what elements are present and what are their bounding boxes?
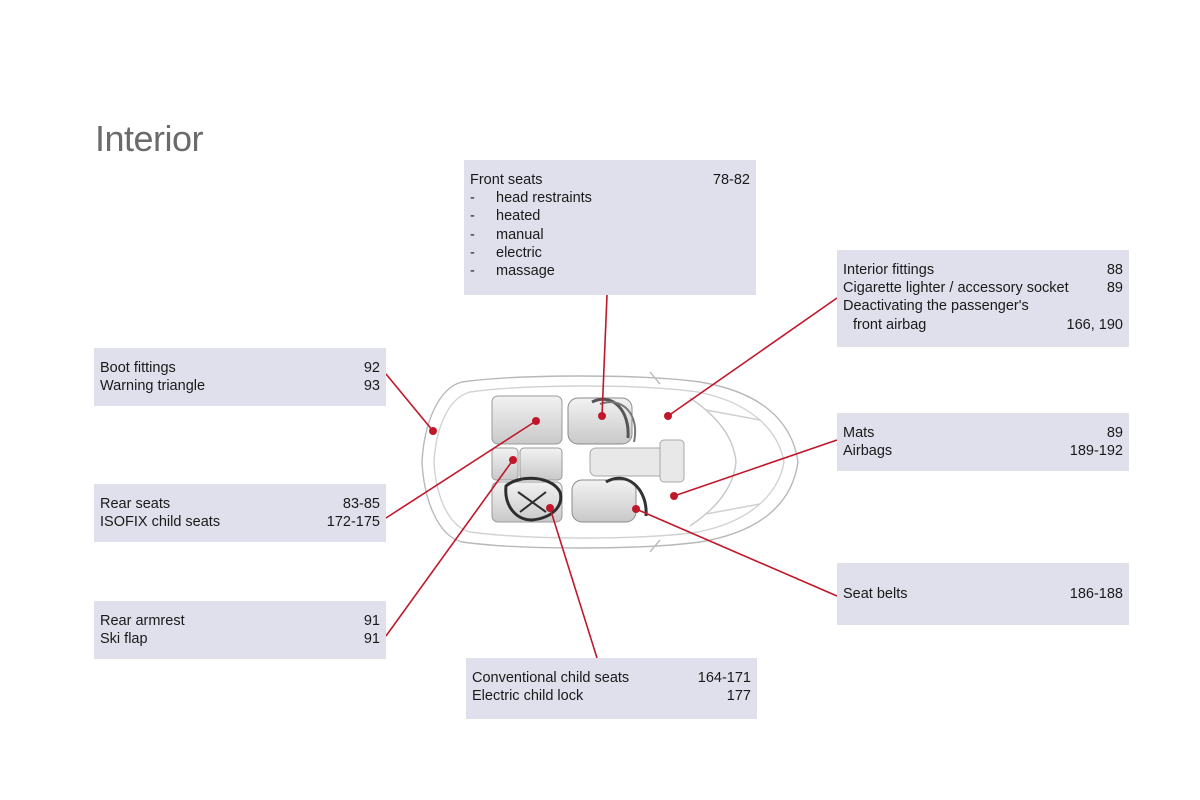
- leader-front-seats: [601, 294, 608, 417]
- child-seat: [504, 476, 563, 522]
- leader-interior-fittings: [667, 297, 838, 417]
- table-row: Deactivating the passenger's: [843, 298, 1029, 315]
- leader-boot-fittings: [385, 373, 434, 432]
- front-seats-label: Front seats: [470, 172, 543, 188]
- leader-mats: [673, 439, 838, 497]
- leader-child-seats: [549, 507, 598, 659]
- car-body-outline: [421, 371, 799, 553]
- leader-rear-seats: [385, 420, 537, 519]
- front-seats-box: Front seats 78-82 -head restraints -heat…: [464, 160, 756, 295]
- list-item: -electric: [470, 244, 542, 261]
- front-seats-row: Front seats 78-82: [470, 171, 750, 189]
- centre-console: [589, 439, 685, 483]
- list-item: -heated: [470, 208, 541, 225]
- list-item: -manual: [470, 226, 544, 243]
- leader-rear-armrest: [385, 459, 514, 637]
- leader-dots: [429, 412, 678, 513]
- list-item: -head restraints: [470, 190, 592, 207]
- leader-seat-belts: [635, 508, 838, 597]
- seat-belt-strap: [605, 476, 648, 517]
- rear-bench: [491, 395, 563, 523]
- list-item: -massage: [470, 263, 555, 280]
- page-title: Interior: [95, 118, 204, 159]
- front-seats-pages: 78-82: [712, 172, 750, 188]
- front-seats: [567, 397, 637, 523]
- leader-lines: [385, 294, 838, 659]
